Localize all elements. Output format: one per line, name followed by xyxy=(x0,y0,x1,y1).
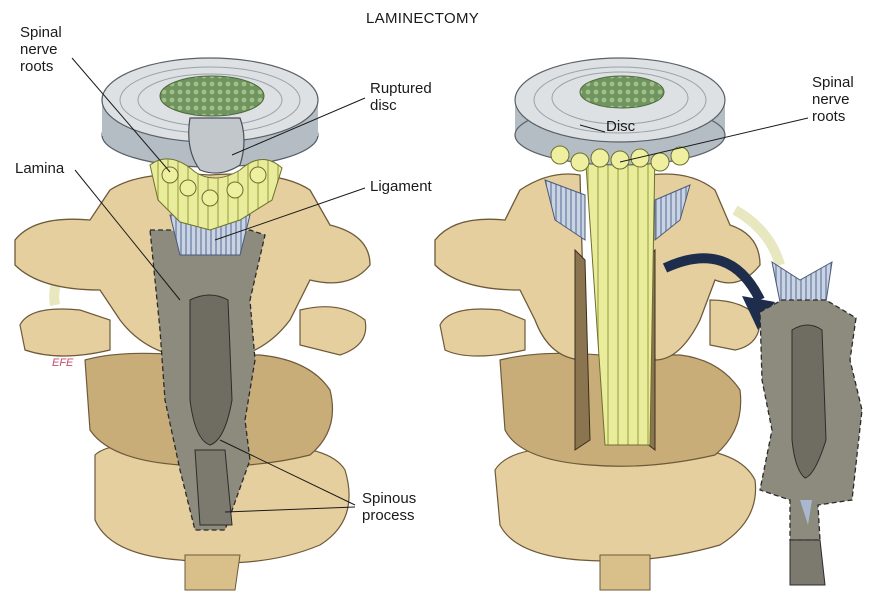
left-spinous-lower xyxy=(195,450,232,525)
right-nucleus xyxy=(580,76,664,108)
removed-spinous-process xyxy=(792,325,826,478)
left-nucleus xyxy=(160,76,264,116)
right-transverse-process-left xyxy=(440,309,525,356)
right-cut-edge-left xyxy=(575,250,590,450)
artist-mark: EFE xyxy=(52,355,73,372)
left-spine xyxy=(15,58,370,590)
right-nerve-root-1 xyxy=(551,146,569,164)
left-ruptured-disc-bulge xyxy=(189,118,244,173)
left-nerve-root-5 xyxy=(250,167,266,183)
right-nerve-root-6 xyxy=(651,153,669,171)
removed-lamina-piece xyxy=(760,262,862,585)
left-transverse-process-left xyxy=(20,309,110,356)
label-disc: Disc xyxy=(606,118,635,135)
label-spinous-process: Spinous process xyxy=(362,490,416,524)
label-ligament: Ligament xyxy=(370,178,432,195)
right-nerve-root-2 xyxy=(571,153,589,171)
right-spine xyxy=(435,58,780,590)
right-bottom-stem xyxy=(600,555,650,590)
right-nerve-root-5 xyxy=(631,149,649,167)
label-spinal-nerve-roots-right: Spinal nerve roots xyxy=(812,74,854,125)
right-nerve-root-3 xyxy=(591,149,609,167)
left-nerve-root-4 xyxy=(227,182,243,198)
label-spinal-nerve-roots-left: Spinal nerve roots xyxy=(20,24,62,75)
diagram-title: LAMINECTOMY xyxy=(366,10,479,27)
removed-ligament xyxy=(772,262,832,302)
label-ruptured-disc: Ruptured disc xyxy=(370,80,432,114)
left-nerve-root-1 xyxy=(162,167,178,183)
left-nerve-root-3 xyxy=(202,190,218,206)
left-transverse-process-right xyxy=(300,307,366,355)
left-spinous-process xyxy=(190,295,232,445)
label-lamina: Lamina xyxy=(15,160,64,177)
removed-spinous-lower xyxy=(790,540,825,585)
left-bottom-stem xyxy=(185,555,240,590)
right-nerve-root-4 xyxy=(611,151,629,169)
left-nerve-root-2 xyxy=(180,180,196,196)
